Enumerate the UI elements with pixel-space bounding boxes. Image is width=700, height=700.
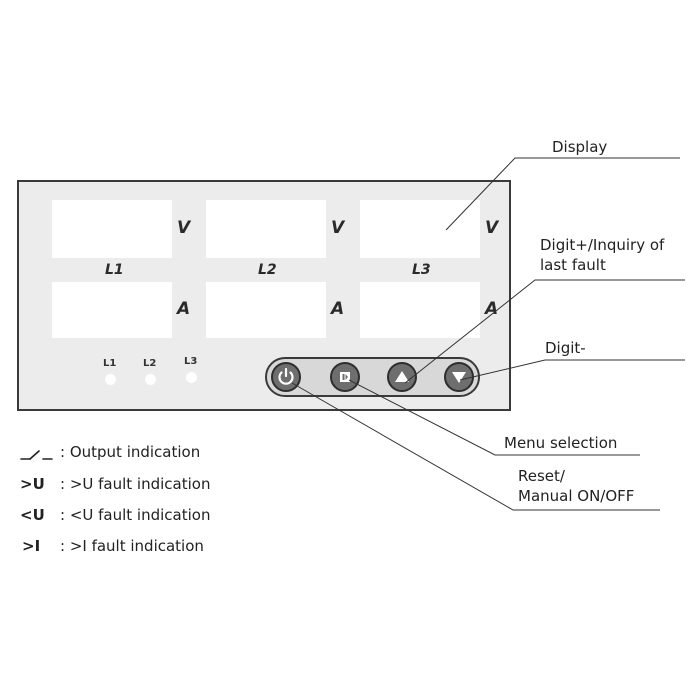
unit-label: A xyxy=(177,299,191,319)
callout-display: Display xyxy=(552,138,608,156)
power-icon xyxy=(278,367,294,385)
led-indicator xyxy=(186,372,197,383)
led-label: L1 xyxy=(103,358,117,369)
display-l2-current xyxy=(206,282,326,338)
menu-leader xyxy=(348,379,640,456)
legend-symbol: >I xyxy=(22,537,41,555)
reset-power-button[interactable] xyxy=(271,362,301,392)
legend-text: : <U fault indication xyxy=(60,506,211,524)
led-indicator xyxy=(105,374,116,385)
callout-reset-line2: Manual ON/OFF xyxy=(518,487,635,505)
unit-label: V xyxy=(331,218,345,238)
switch-symbol-icon xyxy=(20,450,53,460)
callout-digit-plus-line1: Digit+/Inquiry of xyxy=(540,236,665,254)
legend-symbol: >U xyxy=(20,475,45,493)
legend-text: : Output indication xyxy=(60,443,201,461)
phase-label: L1 xyxy=(105,262,124,278)
callout-reset-line1: Reset/ xyxy=(518,467,565,485)
button-bar xyxy=(265,357,480,397)
display-l1-voltage xyxy=(52,200,172,258)
device-front-panel: V V V L1 L2 L3 A A A L1 L2 L3 xyxy=(17,180,511,411)
legend-text: : >U fault indication xyxy=(60,475,211,493)
display-l1-current xyxy=(52,282,172,338)
digit-minus-leader xyxy=(459,359,685,381)
display-l2-voltage xyxy=(206,200,326,258)
legend-symbol: <U xyxy=(20,506,45,524)
reset-leader xyxy=(291,382,660,511)
display-leader xyxy=(445,157,680,231)
triangle-up-icon xyxy=(395,371,409,382)
unit-label: V xyxy=(177,218,191,238)
digit-plus-button[interactable] xyxy=(387,362,417,392)
unit-label: V xyxy=(485,218,499,238)
menu-button[interactable] xyxy=(330,362,360,392)
led-label: L3 xyxy=(184,356,198,367)
display-l3-current xyxy=(360,282,480,338)
legend-text: : >I fault indication xyxy=(60,537,204,555)
phase-label: L2 xyxy=(258,262,277,278)
callout-digit-plus-line2: last fault xyxy=(540,256,606,274)
triangle-down-icon xyxy=(452,372,466,383)
phase-label: L3 xyxy=(412,262,431,278)
unit-label: A xyxy=(331,299,345,319)
callout-digit-minus: Digit- xyxy=(545,339,586,357)
callout-menu: Menu selection xyxy=(504,434,618,452)
display-l3-voltage xyxy=(360,200,480,258)
led-indicator xyxy=(145,374,156,385)
menu-icon xyxy=(340,372,350,382)
led-label: L2 xyxy=(143,358,157,369)
unit-label: A xyxy=(485,299,499,319)
digit-plus-leader xyxy=(404,279,685,384)
